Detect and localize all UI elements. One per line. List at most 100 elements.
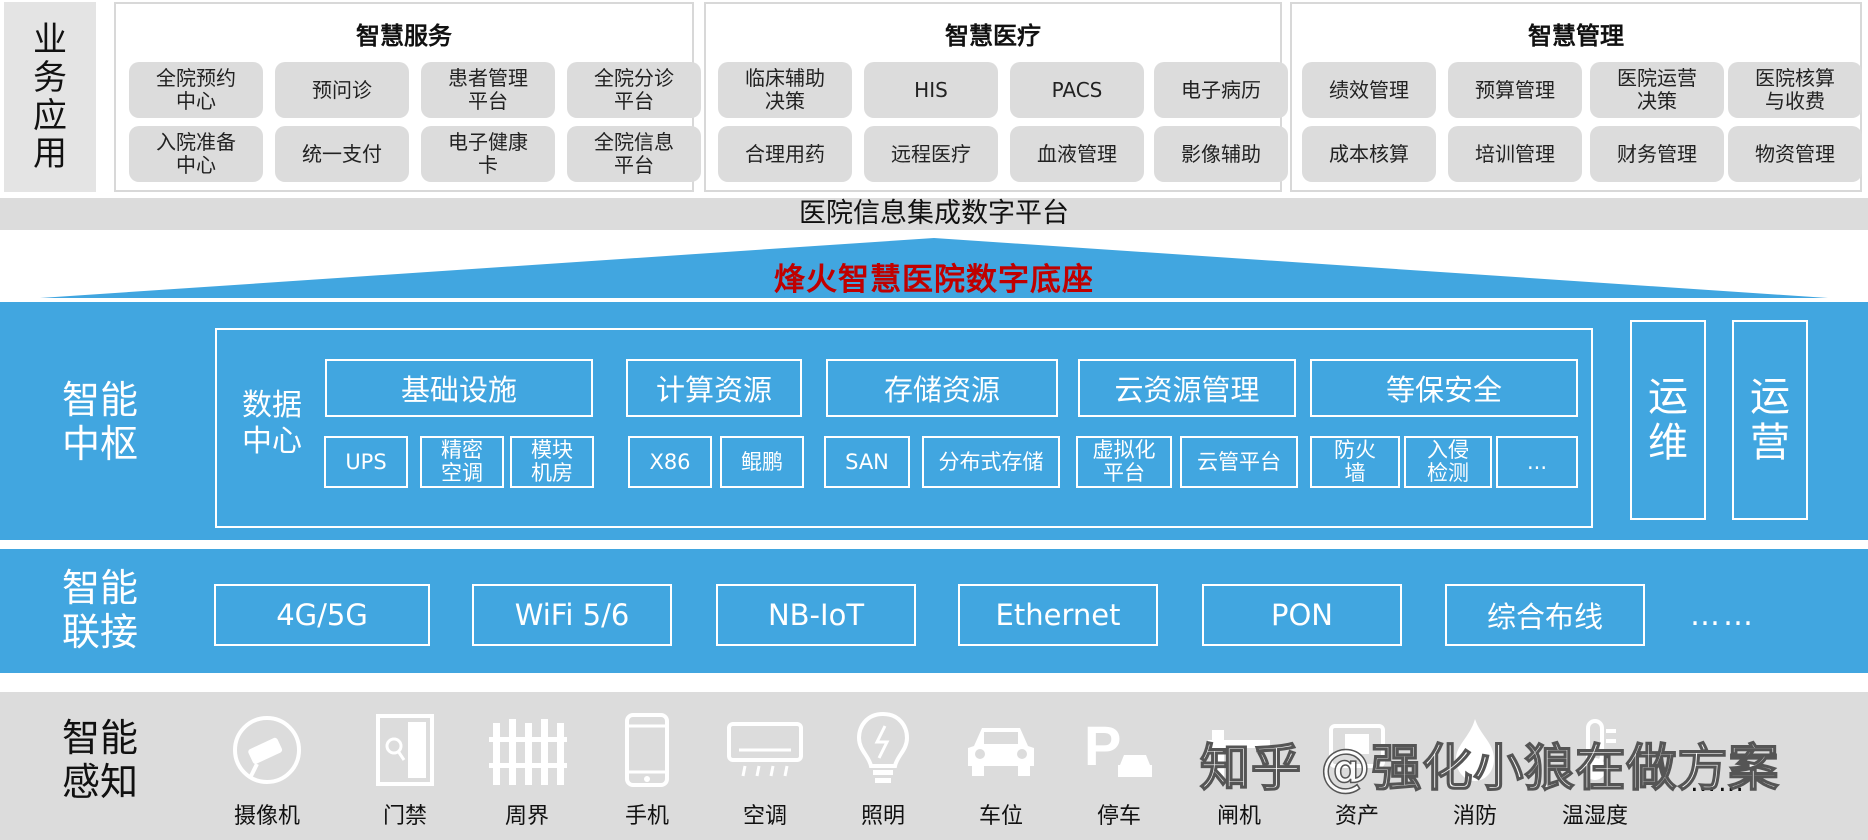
service-item: 全院分诊 平台 bbox=[567, 62, 701, 118]
device-label: 门禁 bbox=[382, 804, 427, 829]
camera-icon bbox=[212, 706, 322, 794]
device-fire: 消防 bbox=[1420, 706, 1530, 830]
service-item: 统一支付 bbox=[275, 126, 409, 182]
medical-item: 血液管理 bbox=[1010, 126, 1144, 182]
item-more: ... bbox=[1496, 436, 1578, 488]
medical-item: 临床辅助 决策 bbox=[718, 62, 852, 118]
item-kunpeng: 鲲鹏 bbox=[720, 436, 804, 488]
connect-4g5g: 4G/5G bbox=[214, 584, 430, 646]
item-ups: UPS bbox=[324, 436, 408, 488]
panel-title: 智慧服务 bbox=[356, 22, 452, 50]
device-label: 摄像机 bbox=[233, 804, 300, 829]
fence-icon bbox=[472, 706, 582, 794]
device-parking-space: 车位 bbox=[946, 706, 1056, 830]
bulb-icon bbox=[828, 706, 938, 794]
watermark: 知乎 @强化小狼在做方案 bbox=[1199, 738, 1780, 798]
connect-wifi: WiFi 5/6 bbox=[472, 584, 672, 646]
parking-icon: P bbox=[1064, 706, 1174, 794]
panel-title: 智慧管理 bbox=[1528, 22, 1624, 50]
panel-smart-management: 智慧管理 绩效管理 预算管理 医院运营 决策 医院核算 与收费 成本核算 培训管… bbox=[1290, 2, 1862, 192]
service-item: 患者管理 平台 bbox=[421, 62, 555, 118]
door-access-icon bbox=[350, 706, 460, 794]
sense-more: …… bbox=[1690, 768, 1746, 798]
device-air-conditioner: 空调 bbox=[710, 706, 820, 830]
medical-item: 远程医疗 bbox=[864, 126, 998, 182]
intelligent-hub-section bbox=[0, 302, 1868, 540]
item-distributed-storage: 分布式存储 bbox=[922, 436, 1060, 488]
service-item: 全院信息 平台 bbox=[567, 126, 701, 182]
panel-title: 智慧医疗 bbox=[945, 22, 1041, 50]
device-label: 温湿度 bbox=[1561, 804, 1628, 829]
service-item: 全院预约 中心 bbox=[129, 62, 263, 118]
category-storage: 存储资源 bbox=[826, 359, 1058, 417]
device-lighting: 照明 bbox=[828, 706, 938, 830]
panel-smart-service: 智慧服务 全院预约 中心 预问诊 患者管理 平台 全院分诊 平台 入院准备 中心… bbox=[114, 2, 701, 192]
device-label: 闸机 bbox=[1216, 804, 1261, 829]
base-banner-shape bbox=[40, 238, 1828, 298]
device-camera: 摄像机 bbox=[212, 706, 322, 830]
device-label: 周界 bbox=[504, 804, 549, 829]
medical-item: 影像辅助 bbox=[1154, 126, 1288, 182]
service-item: 预问诊 bbox=[275, 62, 409, 118]
connect-cabling: 综合布线 bbox=[1445, 584, 1645, 646]
management-item: 绩效管理 bbox=[1302, 62, 1436, 118]
device-gate: 闸机 bbox=[1184, 706, 1294, 830]
device-parking: P 停车 bbox=[1064, 706, 1174, 830]
intelligent-sense-section bbox=[0, 692, 1868, 840]
item-precision-ac: 精密 空调 bbox=[420, 436, 504, 488]
hub-label: 智能 中枢 bbox=[61, 378, 138, 466]
category-security: 等保安全 bbox=[1310, 359, 1578, 417]
operations-box: 运 营 bbox=[1732, 320, 1808, 520]
item-virtualization: 虚拟化 平台 bbox=[1076, 436, 1172, 488]
sense-label: 智能 感知 bbox=[61, 716, 138, 804]
device-label: 车位 bbox=[978, 804, 1023, 829]
device-label: 空调 bbox=[742, 804, 787, 829]
category-cloud-management: 云资源管理 bbox=[1078, 359, 1296, 417]
svg-text:P: P bbox=[1084, 715, 1121, 777]
management-item: 医院运营 决策 bbox=[1590, 62, 1724, 118]
device-label: 资产 bbox=[1334, 804, 1379, 829]
device-asset: 资产 bbox=[1302, 706, 1412, 830]
connect-ethernet: Ethernet bbox=[958, 584, 1158, 646]
thermometer-icon bbox=[1540, 706, 1650, 794]
item-modular-room: 模块 机房 bbox=[510, 436, 594, 488]
air-conditioner-icon bbox=[710, 706, 820, 794]
device-label: 停车 bbox=[1096, 804, 1141, 829]
medical-item: PACS bbox=[1010, 62, 1144, 118]
service-item: 电子健康 卡 bbox=[421, 126, 555, 182]
category-infrastructure: 基础设施 bbox=[325, 359, 593, 417]
management-item: 财务管理 bbox=[1590, 126, 1724, 182]
asset-icon bbox=[1302, 706, 1412, 794]
fire-icon bbox=[1420, 706, 1530, 794]
medical-item: 合理用药 bbox=[718, 126, 852, 182]
connect-pon: PON bbox=[1202, 584, 1402, 646]
device-temperature-humidity: 温湿度 bbox=[1540, 706, 1650, 830]
phone-icon bbox=[592, 706, 702, 794]
gate-icon bbox=[1184, 706, 1294, 794]
device-door-access: 门禁 bbox=[350, 706, 460, 830]
device-perimeter: 周界 bbox=[472, 706, 582, 830]
connect-label: 智能 联接 bbox=[61, 566, 138, 654]
intelligent-connect-section bbox=[0, 549, 1868, 673]
medical-item: 电子病历 bbox=[1154, 62, 1288, 118]
management-item: 成本核算 bbox=[1302, 126, 1436, 182]
device-label: 照明 bbox=[860, 804, 905, 829]
item-intrusion-detection: 入侵 检测 bbox=[1404, 436, 1492, 488]
service-item: 入院准备 中心 bbox=[129, 126, 263, 182]
connect-nbiot: NB-IoT bbox=[716, 584, 916, 646]
item-cloud-platform: 云管平台 bbox=[1180, 436, 1298, 488]
datacenter-frame bbox=[215, 328, 1593, 528]
category-compute: 计算资源 bbox=[626, 359, 802, 417]
base-title: 烽火智慧医院数字底座 bbox=[774, 262, 1094, 298]
device-phone: 手机 bbox=[592, 706, 702, 830]
medical-item: HIS bbox=[864, 62, 998, 118]
datacenter-label: 数据 中心 bbox=[242, 388, 302, 459]
device-label: 手机 bbox=[624, 804, 669, 829]
device-label: 消防 bbox=[1452, 804, 1497, 829]
car-icon bbox=[946, 706, 1056, 794]
management-item: 预算管理 bbox=[1448, 62, 1582, 118]
management-item: 培训管理 bbox=[1448, 126, 1582, 182]
integration-platform-bar: 医院信息集成数字平台 bbox=[0, 198, 1868, 230]
item-san: SAN bbox=[824, 436, 910, 488]
connect-more: …… bbox=[1690, 598, 1756, 633]
